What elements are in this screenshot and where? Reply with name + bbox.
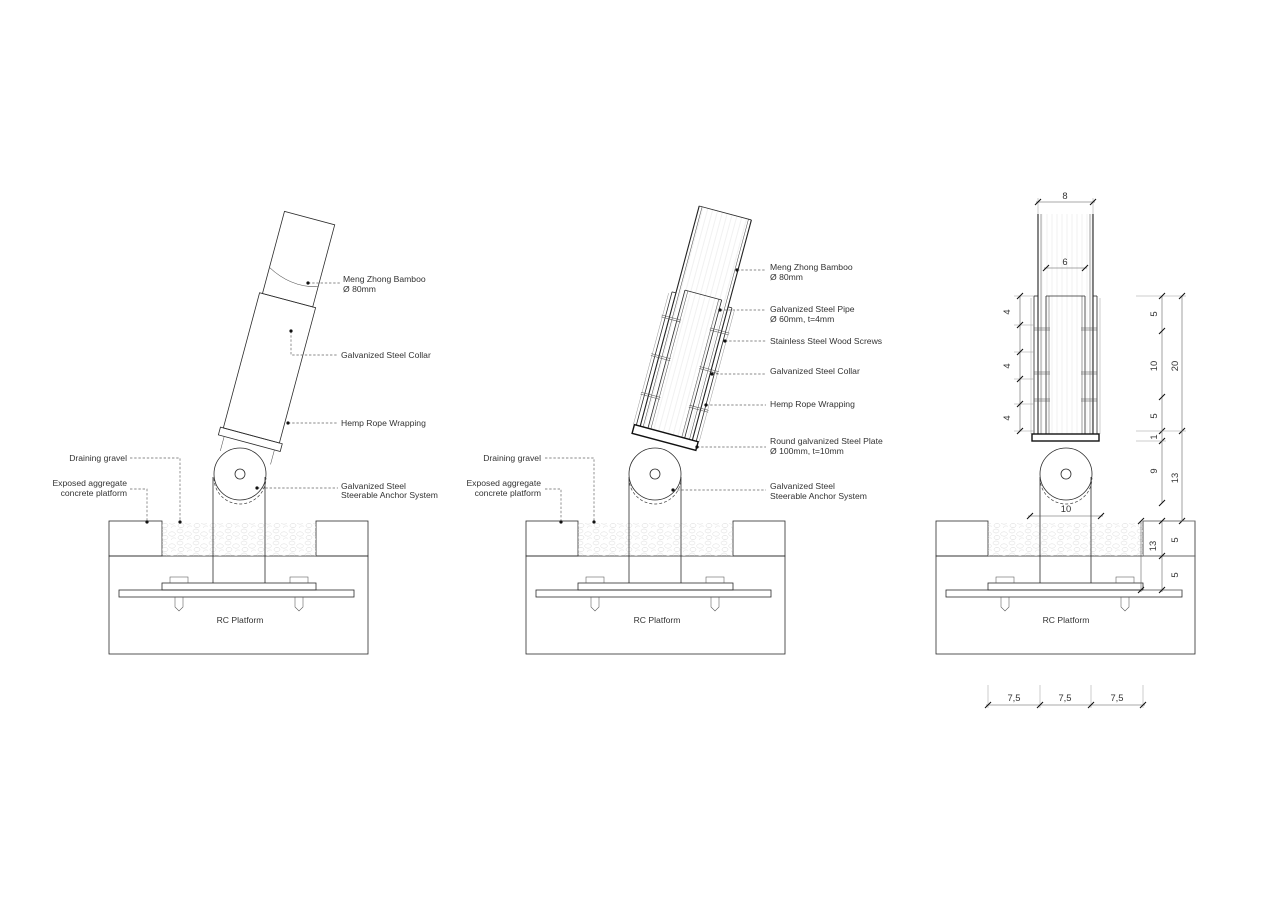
bamboo-label-2: Meng Zhong Bamboo (770, 262, 853, 272)
gravel-label-1: Draining gravel (69, 453, 127, 463)
pipe-label-2: Galvanized Steel Pipe (770, 304, 855, 314)
rc-label-3: RC Platform (1043, 615, 1090, 625)
dim-inner-width: 6 (1062, 256, 1067, 267)
bamboo-label-1: Meng Zhong Bamboo (343, 274, 426, 284)
rc-platform-3 (935, 520, 1196, 655)
rc-label-2: RC Platform (634, 615, 681, 625)
rc-platform-1 (108, 520, 369, 655)
platform-label-1b: concrete platform (61, 488, 127, 498)
bamboo-diameter-label-1: Ø 80mm (343, 284, 376, 294)
dim-lower-5b: 5 (1169, 572, 1180, 577)
dim-right-5b: 5 (1148, 413, 1159, 418)
anchor-post-1 (212, 447, 267, 583)
detail-3-drawing: 8 6 4 4 4 5 10 5 20 1 9 13 10 13 5 5 7,5… (935, 190, 1196, 709)
collar-label-1: Galvanized Steel Collar (341, 350, 431, 360)
leaders-2 (545, 268, 766, 524)
platform-label-2a: Exposed aggregate (466, 478, 541, 488)
anchor-label-1a: Galvanized Steel (341, 481, 406, 491)
dim-bottom-a: 7,5 (1007, 692, 1020, 703)
dim-left-4b: 4 (1001, 363, 1012, 368)
detail-2-drawing: Meng Zhong Bamboo Ø 80mm Galvanized Stee… (466, 205, 883, 655)
dim-right-20: 20 (1169, 361, 1180, 371)
anchor-plate-3 (945, 576, 1183, 612)
inclined-column-1 (217, 210, 336, 465)
dim-hinge-10: 10 (1061, 503, 1071, 514)
anchor-label-2a: Galvanized Steel (770, 481, 835, 491)
dim-right-10: 10 (1148, 361, 1159, 371)
detail-1-drawing: Meng Zhong Bamboo Ø 80mm Galvanized Stee… (52, 210, 438, 655)
collar-label-2: Galvanized Steel Collar (770, 366, 860, 376)
leaders-1 (130, 281, 340, 524)
dim-bottom-b: 7,5 (1058, 692, 1071, 703)
pipe-spec-label-2: Ø 60mm, t=4mm (770, 314, 834, 324)
vertical-column-section-3 (1030, 214, 1101, 442)
anchor-plate-1 (118, 576, 355, 612)
rc-platform-2 (525, 520, 786, 655)
dim-right-13a: 13 (1169, 473, 1180, 483)
anchor-label-2b: Steerable Anchor System (770, 491, 867, 501)
screws-label-2: Stainless Steel Wood Screws (770, 336, 882, 346)
dim-lower-5a: 5 (1169, 537, 1180, 542)
rope-label-2: Hemp Rope Wrapping (770, 399, 855, 409)
rope-label-1: Hemp Rope Wrapping (341, 418, 426, 428)
dim-lower-13: 13 (1147, 541, 1158, 551)
anchor-label-1b: Steerable Anchor System (341, 490, 438, 500)
rc-label-1: RC Platform (217, 615, 264, 625)
dim-left-4a: 4 (1001, 309, 1012, 314)
anchor-post-3 (1039, 447, 1093, 583)
inclined-column-section-2 (631, 205, 752, 452)
dim-bottom-c: 7,5 (1110, 692, 1123, 703)
anchor-plate-2 (535, 576, 772, 612)
plate-spec-label-2: Ø 100mm, t=10mm (770, 446, 844, 456)
platform-label-2b: concrete platform (475, 488, 541, 498)
dim-right-1: 1 (1148, 434, 1159, 439)
dim-right-5a: 5 (1148, 311, 1159, 316)
platform-label-1a: Exposed aggregate (52, 478, 127, 488)
plate-label-2: Round galvanized Steel Plate (770, 436, 883, 446)
dim-right-9: 9 (1148, 468, 1159, 473)
bamboo-diameter-label-2: Ø 80mm (770, 272, 803, 282)
dim-left-4c: 4 (1001, 415, 1012, 420)
gravel-label-2: Draining gravel (483, 453, 541, 463)
anchor-post-2 (628, 447, 682, 583)
dimension-lines-3 (984, 198, 1195, 709)
dim-top-width: 8 (1062, 190, 1067, 201)
